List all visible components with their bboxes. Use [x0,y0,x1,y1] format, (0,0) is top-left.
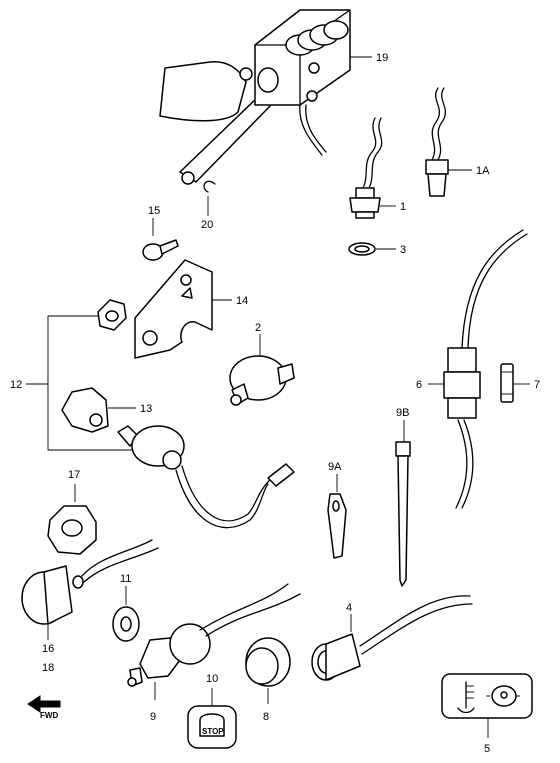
part-19-lever-assembly [159,9,372,185]
part-16-switch [21,539,159,640]
label-9b: 9B [396,407,409,419]
label-12: 12 [10,379,22,391]
part-4-socket [311,595,473,681]
label-1: 1 [400,201,406,213]
label-6: 6 [416,379,422,391]
part-12-kill-switch [117,425,295,529]
fwd-text: FWD [40,711,58,720]
label-17: 17 [68,469,80,481]
part-20-clip [203,180,216,216]
part-6-fuse-holder [428,229,528,509]
part-5-label-plate [441,673,533,738]
part-10-stop-plate [187,688,237,749]
label-2: 2 [255,322,261,334]
label-20: 20 [201,219,213,231]
label-18: 18 [42,662,54,674]
label-19: 19 [376,52,388,64]
label-15: 15 [148,205,160,217]
label-4: 4 [346,602,352,614]
label-10: 10 [206,673,218,685]
part-2-switch [229,334,295,406]
label-16: 16 [42,643,54,655]
label-1a: 1A [476,165,490,177]
label-11: 11 [120,573,131,585]
stop-text: STOP [202,727,224,736]
part-12-group-bracket [26,299,140,451]
part-11-washer [112,586,140,642]
part-1a-sensor [425,87,472,197]
part-14-bracket [134,259,232,359]
label-9: 9 [150,711,156,723]
part-8-grommet [245,637,291,704]
label-9a: 9A [328,461,342,473]
label-3: 3 [400,244,406,256]
part-3-o-ring [348,242,396,256]
label-5: 5 [484,743,490,755]
label-7: 7 [534,379,540,391]
label-8: 8 [263,711,269,723]
part-7-fuse [500,363,530,403]
label-13: 13 [140,403,152,415]
label-14: 14 [236,295,248,307]
part-9b-cable-tie [395,420,411,587]
part-1-sensor [349,117,396,219]
part-13-retainer [61,387,136,433]
part-9a-clamp [327,474,347,559]
fwd-arrow-icon [27,695,61,713]
part-17-nut [47,484,97,555]
part-9-switch [127,583,301,700]
part-15-screw [142,218,179,261]
